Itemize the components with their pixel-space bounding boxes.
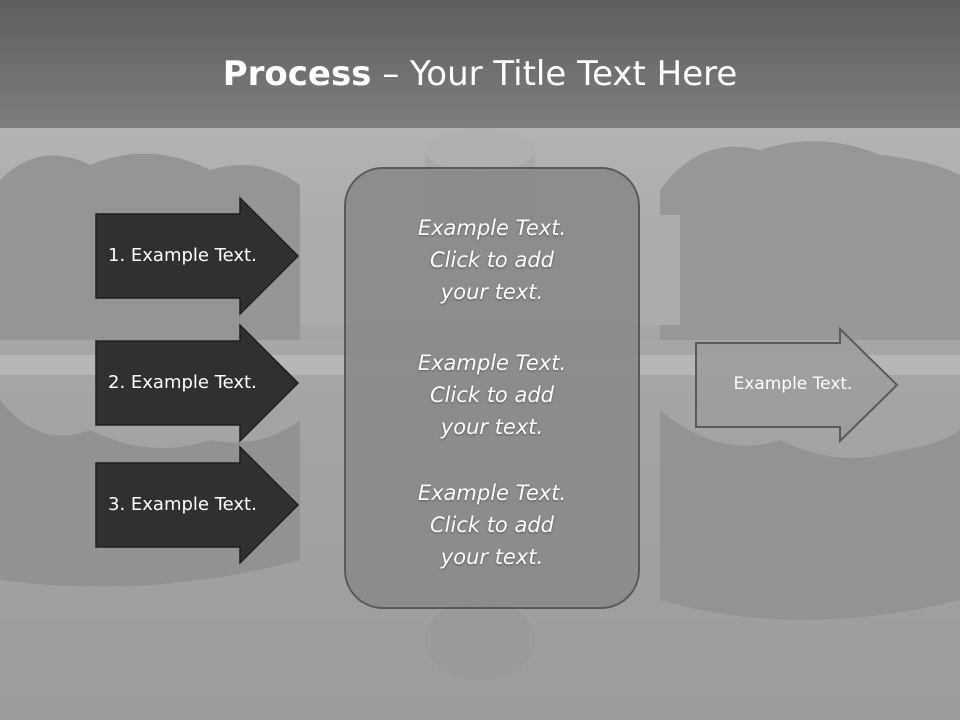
left-arrow-2-label: 2. Example Text.	[108, 372, 257, 393]
center-block-3: Example Text. Click to add your text.	[346, 477, 638, 573]
left-arrow-3-shape	[95, 445, 300, 565]
right-arrow-shape	[695, 326, 899, 444]
center-block-3-line-3: your text.	[440, 545, 544, 569]
title-rest: – Your Title Text Here	[371, 54, 738, 94]
left-arrow-1-label: 1. Example Text.	[108, 245, 257, 266]
left-arrow-2-shape	[95, 323, 300, 443]
center-block-3-line-1: Example Text.	[417, 481, 567, 505]
center-block-1: Example Text. Click to add your text.	[346, 212, 638, 308]
center-box-shape	[344, 167, 640, 609]
right-arrow-label: Example Text.	[733, 374, 853, 394]
title-bold: Process	[222, 54, 372, 94]
center-block-2-line-3: your text.	[440, 415, 544, 439]
center-block-1-line-3: your text.	[440, 280, 544, 304]
center-block-3-line-2: Click to add	[429, 513, 554, 537]
center-block-2: Example Text. Click to add your text.	[346, 347, 638, 443]
center-block-2-line-2: Click to add	[429, 383, 554, 407]
center-block-1-line-1: Example Text.	[417, 216, 567, 240]
center-block-2-line-1: Example Text.	[417, 351, 567, 375]
slide-title: Process – Your Title Text Here	[0, 52, 960, 96]
left-arrow-1-shape	[95, 196, 300, 316]
center-block-1-line-2: Click to add	[429, 248, 554, 272]
left-arrow-3-label: 3. Example Text.	[108, 494, 257, 515]
